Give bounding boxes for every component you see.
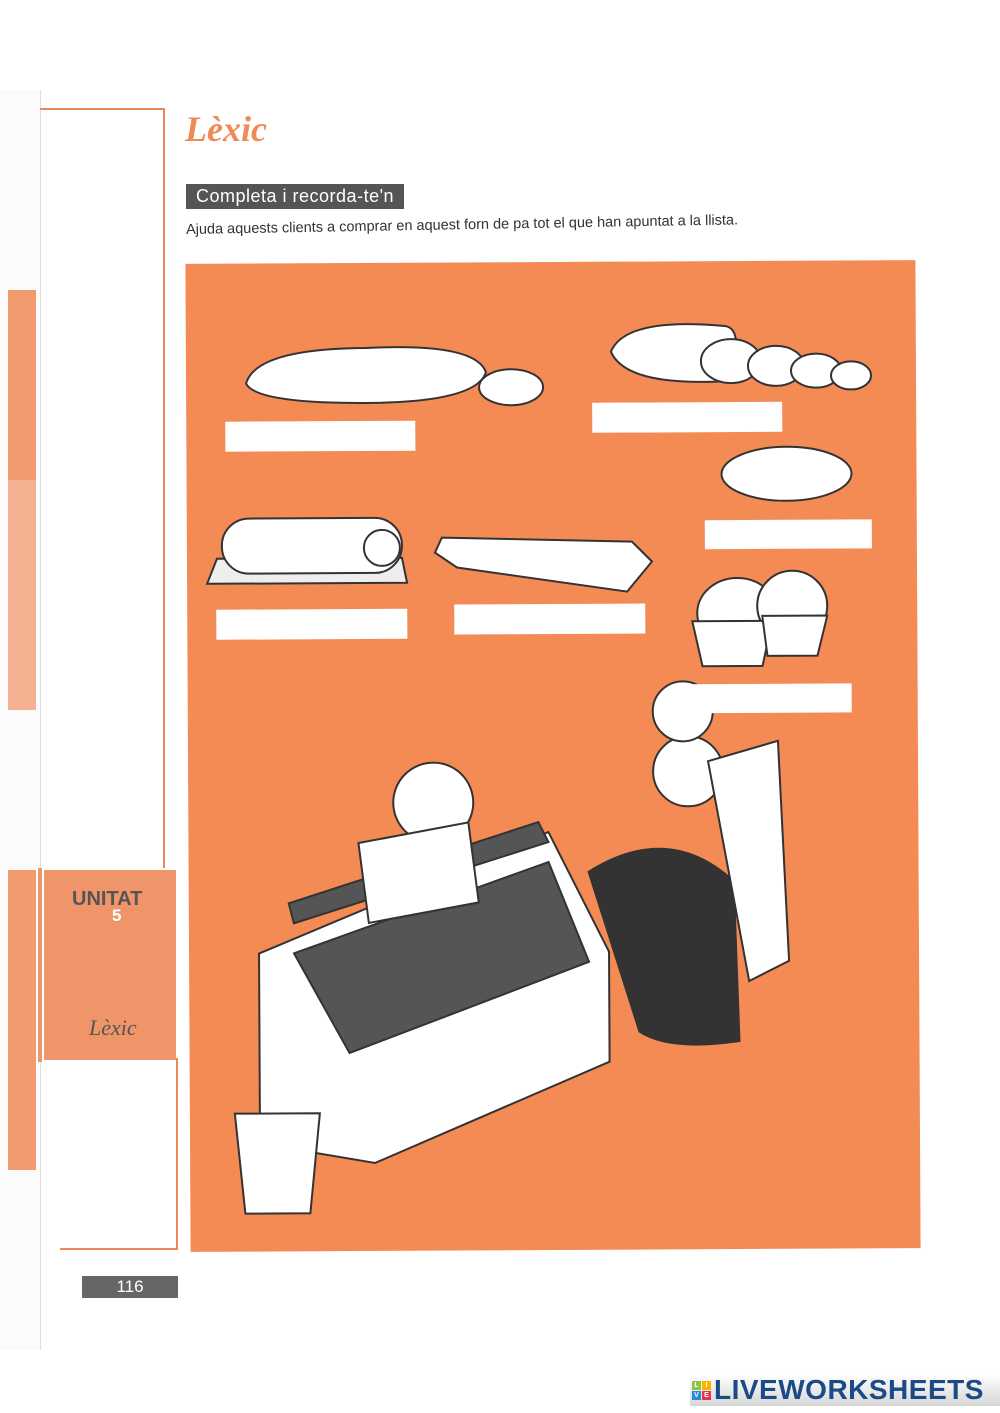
unit-section-label: Lèxic — [89, 1015, 137, 1040]
page-frame-bottom — [60, 1058, 178, 1250]
page-frame — [40, 108, 165, 870]
logo-letter: I — [702, 1380, 711, 1390]
baguette-drawing — [244, 346, 545, 407]
unit-number: 5 — [112, 906, 122, 925]
basket-drawing — [233, 1112, 321, 1215]
page-edge-stack — [0, 90, 41, 1350]
flatbread-drawing — [720, 445, 853, 502]
answer-field-pastry-strip[interactable] — [454, 603, 646, 635]
page-title: Lèxic — [185, 109, 267, 149]
logo-letter: V — [692, 1390, 701, 1400]
logo-blocks-icon: L I V E — [692, 1380, 711, 1400]
sliced-loaf-drawing — [609, 323, 873, 391]
logo-letter: L — [692, 1380, 701, 1390]
swiss-roll-drawing — [205, 516, 409, 585]
answer-field-sliced-loaf[interactable] — [592, 401, 783, 433]
pastry-strip-drawing — [433, 536, 654, 593]
bakery-illustration — [205, 323, 873, 1215]
page-number: 116 — [82, 1276, 178, 1298]
unit-label: UNITAT — [72, 888, 143, 910]
unit-tab: UNITAT 5 Lèxic — [42, 868, 178, 1062]
logo-letter: E — [702, 1390, 711, 1400]
customers-drawing — [357, 680, 791, 1046]
answer-field-swiss-roll[interactable] — [216, 608, 408, 640]
answer-field-muffins[interactable] — [684, 683, 852, 714]
instructions: Ajuda aquests clients a comprar en aques… — [185, 212, 739, 238]
liveworksheets-logo: L I V E LIVEWORKSHEETS — [690, 1374, 1000, 1406]
muffins-drawing — [691, 569, 829, 668]
answer-field-baguette[interactable] — [225, 420, 416, 452]
section-heading: Completa i recorda-te'n — [186, 184, 405, 209]
logo-text: LIVEWORKSHEETS — [714, 1374, 984, 1405]
counter-drawing — [258, 820, 611, 1164]
exercise-panel — [185, 260, 921, 1252]
answer-field-flatbread[interactable] — [704, 519, 872, 550]
